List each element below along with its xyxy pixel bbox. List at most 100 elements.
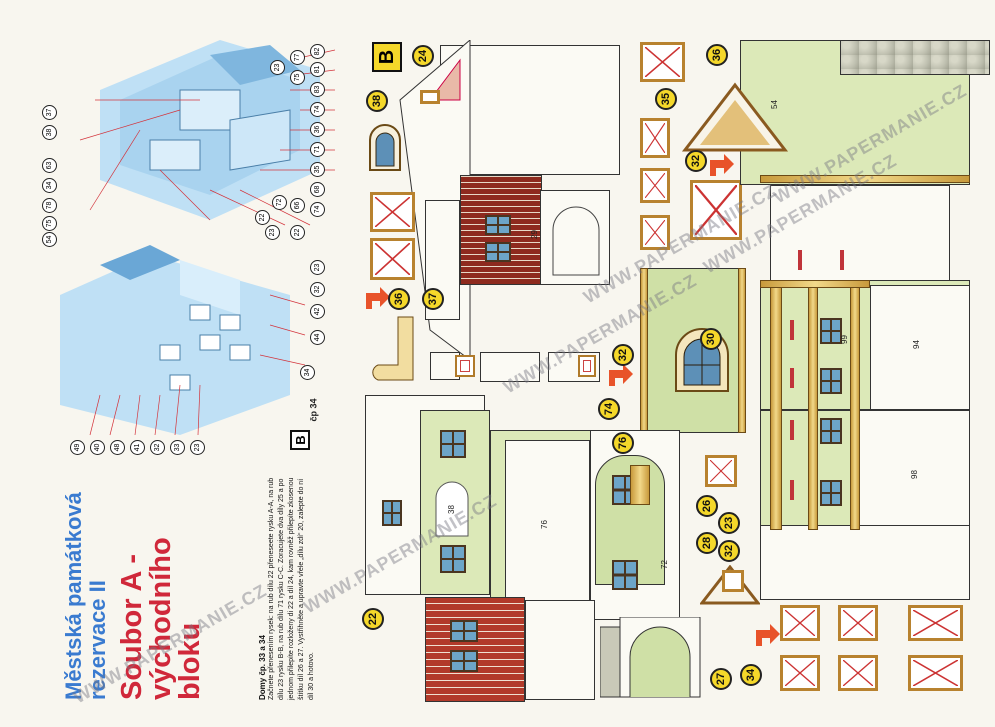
gable-roof xyxy=(681,82,789,152)
arch-outline xyxy=(552,206,600,276)
window-frame xyxy=(705,455,737,487)
small-window xyxy=(420,90,440,104)
pilaster xyxy=(770,280,782,530)
part-badge: 27 xyxy=(710,668,732,690)
red-detail xyxy=(790,320,794,340)
callout: 48 xyxy=(110,440,125,455)
callout: 38 xyxy=(42,125,57,140)
part-badge: 30 xyxy=(700,328,722,350)
assembly-diagram-bottom xyxy=(60,245,306,436)
red-detail xyxy=(798,250,802,270)
callout: 22 xyxy=(255,210,270,225)
window-pane xyxy=(820,318,842,344)
arch-door xyxy=(435,481,469,537)
callout: 34 xyxy=(42,178,57,193)
callout: 35 xyxy=(310,162,325,177)
callout: 34 xyxy=(300,365,315,380)
cornice xyxy=(760,280,870,288)
callout: 82 xyxy=(310,44,325,59)
assembly-diagram-top xyxy=(79,40,336,226)
callout: 78 xyxy=(42,198,57,213)
window-pane xyxy=(440,430,466,458)
window-pane xyxy=(612,560,638,590)
callout: 54 xyxy=(42,232,57,247)
window-frame xyxy=(640,42,685,82)
callout: 42 xyxy=(310,304,325,319)
window-pane xyxy=(440,545,466,573)
callout: 83 xyxy=(310,82,325,97)
callout: 44 xyxy=(310,330,325,345)
window-pane xyxy=(485,215,511,235)
callout: 77 xyxy=(290,50,305,65)
window-frame xyxy=(640,118,670,158)
fold-arrow xyxy=(756,624,780,646)
arch-opening xyxy=(600,617,701,698)
callout: 40 xyxy=(90,440,105,455)
callout: 32 xyxy=(150,440,165,455)
callout: 63 xyxy=(42,158,57,173)
window-pane xyxy=(485,242,511,262)
part-badge: 26 xyxy=(696,495,718,517)
part-badge: 35 xyxy=(655,88,677,110)
roof-panel-right xyxy=(770,185,950,285)
door-frame xyxy=(630,465,650,505)
roof-panel-bottom xyxy=(760,525,970,600)
callout: 23 xyxy=(265,225,280,240)
callout: 74 xyxy=(310,202,325,217)
window-frame xyxy=(640,215,670,250)
fold-arrow xyxy=(710,154,734,176)
window-pane xyxy=(450,650,478,672)
bay-frame xyxy=(372,316,414,381)
window-pane xyxy=(382,500,402,526)
window-frame xyxy=(690,180,742,240)
part-label: 76 xyxy=(539,520,549,529)
part-badge: 32 xyxy=(685,150,707,172)
part-label: 98 xyxy=(909,470,919,479)
part-badge: 23 xyxy=(718,512,740,534)
window-mini xyxy=(578,355,596,377)
window-frame xyxy=(838,655,878,691)
red-detail xyxy=(790,368,794,388)
part-label: 72 xyxy=(659,560,669,569)
arch-door-panel xyxy=(540,190,610,285)
callout: 75 xyxy=(290,70,305,85)
window-frame xyxy=(908,605,963,641)
part-label: 29 xyxy=(529,230,539,239)
window-frame xyxy=(370,192,415,232)
part-badge: 22 xyxy=(362,608,384,630)
callout: 23 xyxy=(270,60,285,75)
pilaster xyxy=(640,268,648,433)
callout: 36 xyxy=(310,122,325,137)
part-badge: 38 xyxy=(366,90,388,112)
window-frame xyxy=(908,655,963,691)
series-title: Městská památková rezervace II xyxy=(61,492,110,700)
callout: 71 xyxy=(310,142,325,157)
callout: 49 xyxy=(70,440,85,455)
stone-strip xyxy=(840,40,990,75)
house-letter: B xyxy=(290,430,310,450)
window-pane xyxy=(820,480,842,506)
window-frame xyxy=(780,605,820,641)
window-pane xyxy=(820,368,842,394)
part-badge: 34 xyxy=(740,664,762,686)
callout: 81 xyxy=(310,62,325,77)
red-detail xyxy=(840,250,844,270)
instructions: Domy čp. 33 a 34 Začnete přenesením ryse… xyxy=(258,477,315,700)
part-badge: 36 xyxy=(706,44,728,66)
plain-wall xyxy=(870,285,970,410)
part-label: 99 xyxy=(839,335,849,344)
arched-window xyxy=(369,124,401,171)
small-part xyxy=(480,352,540,382)
callout: 41 xyxy=(130,440,145,455)
brick-panel-bottom xyxy=(425,597,525,702)
callout: 66 xyxy=(290,198,305,213)
part-label: 94 xyxy=(911,340,921,349)
pilaster xyxy=(850,280,860,530)
window-frame xyxy=(780,655,820,691)
part-badge: 32 xyxy=(718,540,740,562)
cornice xyxy=(760,175,970,183)
callout: 33 xyxy=(170,440,185,455)
part-badge: 32 xyxy=(612,344,634,366)
callout: 32 xyxy=(310,282,325,297)
